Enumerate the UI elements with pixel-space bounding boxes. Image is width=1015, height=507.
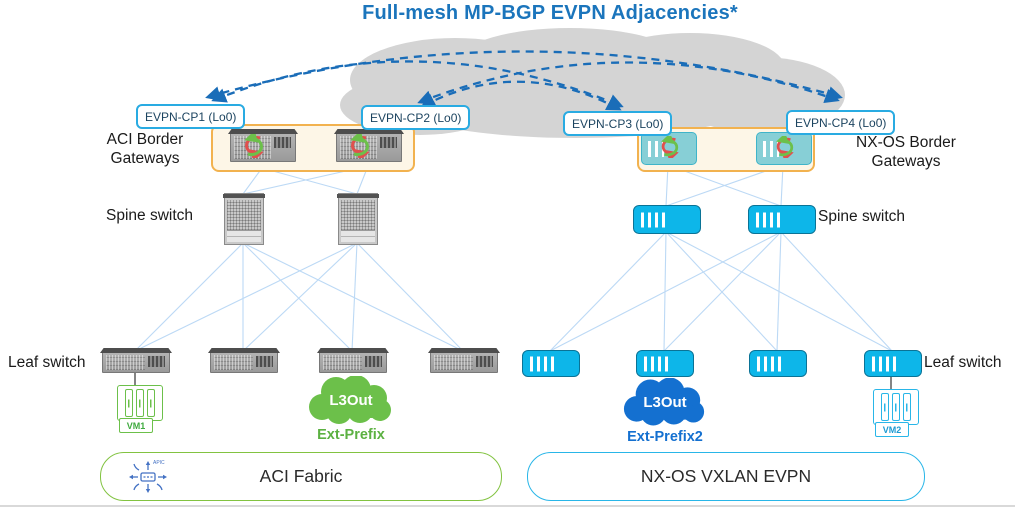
aci-fabric-pill: APIC ACI Fabric bbox=[100, 452, 502, 501]
page-title: Full-mesh MP-BGP EVPN Adjacencies* bbox=[362, 2, 738, 24]
nxos-leaf-switch-1 bbox=[522, 350, 580, 377]
aci-spine-switch-2 bbox=[337, 193, 379, 245]
evpn-cp1-label: EVPN-CP1 (Lo0) bbox=[145, 109, 237, 124]
cloud-icon bbox=[623, 377, 705, 426]
leaf-switch-right-label: Leaf switch bbox=[924, 354, 1002, 371]
evpn-cp3-label: EVPN-CP3 (Lo0) bbox=[572, 116, 664, 131]
vm2-icon bbox=[873, 389, 919, 425]
aci-border-gateway-switch-1 bbox=[228, 129, 298, 162]
nxos-l3out-cloud: L3Out bbox=[621, 377, 709, 428]
aci-l3out-label: L3Out bbox=[329, 392, 373, 409]
nxos-fabric-links bbox=[549, 164, 893, 352]
sync-arrows-icon bbox=[776, 136, 794, 158]
aci-fabric-label: ACI Fabric bbox=[259, 466, 343, 486]
leaf-switch-left-label: Leaf switch bbox=[8, 354, 86, 371]
vm-links bbox=[134, 372, 892, 389]
apic-icon-text: APIC bbox=[153, 460, 165, 466]
nxos-spine-switch-1 bbox=[633, 205, 701, 234]
apic-icon: APIC bbox=[129, 460, 167, 493]
nxos-leaf-switch-3 bbox=[749, 350, 807, 377]
nxos-leaf-switch-4 bbox=[864, 350, 922, 377]
vm2-label: VM2 bbox=[875, 422, 909, 437]
sync-arrows-icon bbox=[350, 134, 370, 158]
vm1-label: VM1 bbox=[119, 418, 153, 433]
aci-fabric-links bbox=[134, 165, 464, 352]
cloud-icon bbox=[309, 375, 391, 424]
spine-switch-left-label: Spine switch bbox=[106, 207, 194, 224]
aci-ext-prefix-label: Ext-Prefix bbox=[317, 427, 385, 443]
vm1-icon bbox=[117, 385, 163, 421]
nxos-vxlan-label: NX-OS VXLAN EVPN bbox=[640, 466, 812, 486]
aci-leaf-switch-1 bbox=[100, 348, 172, 373]
aci-leaf-switch-4 bbox=[428, 348, 500, 373]
nxos-leaf-switch-2 bbox=[636, 350, 694, 377]
sync-arrows-icon bbox=[661, 136, 679, 158]
nxos-border-gateways-label: NX-OS Border Gateways bbox=[856, 134, 956, 170]
nxos-l3out-label: L3Out bbox=[643, 394, 687, 411]
evpn-cp4-label: EVPN-CP4 (Lo0) bbox=[795, 115, 887, 130]
evpn-cp3-box: EVPN-CP3 (Lo0) bbox=[563, 111, 673, 136]
sync-arrows-icon bbox=[244, 134, 264, 158]
bottom-divider bbox=[0, 505, 1015, 507]
evpn-cp1-box: EVPN-CP1 (Lo0) bbox=[136, 104, 246, 129]
evpn-cp4-box: EVPN-CP4 (Lo0) bbox=[786, 110, 896, 135]
nxos-vxlan-pill: NX-OS VXLAN EVPN bbox=[527, 452, 925, 501]
spine-switch-right-label: Spine switch bbox=[818, 208, 906, 225]
aci-spine-switch-1 bbox=[223, 193, 265, 245]
aci-l3out-cloud: L3Out bbox=[306, 375, 396, 426]
evpn-cp2-box: EVPN-CP2 (Lo0) bbox=[361, 105, 471, 130]
evpn-cp2-label: EVPN-CP2 (Lo0) bbox=[370, 110, 462, 125]
aci-leaf-switch-3 bbox=[317, 348, 389, 373]
aci-leaf-switch-2 bbox=[208, 348, 280, 373]
nxos-ext-prefix2-label: Ext-Prefix2 bbox=[627, 429, 703, 445]
evpn-full-mesh-arrows bbox=[205, 50, 843, 111]
aci-border-gateways-label: ACI Border Gateways bbox=[106, 131, 184, 167]
nxos-spine-switch-2 bbox=[748, 205, 816, 234]
